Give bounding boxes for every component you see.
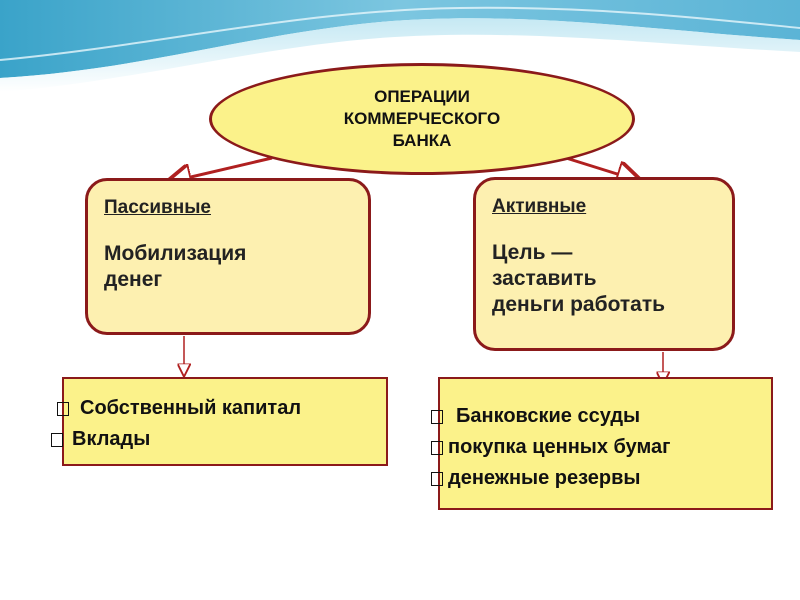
arrow-to-passive	[178, 156, 273, 180]
active-line: Цель —	[492, 241, 573, 264]
list-item: Вклады	[51, 424, 373, 455]
list-item-label: денежные резервы	[448, 467, 641, 489]
active-line: деньги работать	[492, 293, 666, 316]
active-line: заставить	[492, 267, 597, 290]
list-item-label: Банковские ссуды	[456, 405, 641, 427]
active-heading: Активные	[492, 196, 587, 217]
list-item-label: Собственный капитал	[80, 397, 302, 419]
checkbox-bullet-icon	[57, 401, 69, 416]
title-ellipse: ОПЕРАЦИИ КОММЕРЧЕСКОГО БАНКА	[209, 63, 635, 175]
title-line: КОММЕРЧЕСКОГО	[343, 109, 501, 128]
decorative-wave-header	[0, 0, 800, 92]
passive-heading: Пассивные	[104, 197, 211, 218]
passive-operations-box: Пассивные Мобилизация денег	[85, 178, 371, 335]
title-line: БАНКА	[392, 131, 452, 150]
list-item-label: Вклады	[72, 428, 151, 450]
list-item: денежные резервы	[431, 463, 762, 494]
list-item: покупка ценных бумаг	[431, 432, 762, 463]
list-item: Собственный капитал	[57, 393, 379, 424]
list-item-label: покупка ценных бумаг	[448, 436, 671, 458]
active-operations-box: Активные Цель — заставить деньги работат…	[473, 177, 735, 351]
passive-line: Мобилизация	[104, 242, 247, 265]
checkbox-bullet-icon	[431, 409, 443, 424]
checkbox-bullet-icon	[51, 432, 63, 447]
uses-box: Банковские ссуды покупка ценных бумаг де…	[431, 377, 773, 510]
list-item: Банковские ссуды	[431, 401, 762, 432]
arrow-to-active	[565, 156, 630, 178]
passive-line: денег	[104, 268, 163, 291]
sources-box: Собственный капитал Вклады	[51, 377, 388, 466]
title-line: ОПЕРАЦИИ	[374, 87, 470, 106]
checkbox-bullet-icon	[431, 471, 443, 486]
checkbox-bullet-icon	[431, 440, 443, 455]
